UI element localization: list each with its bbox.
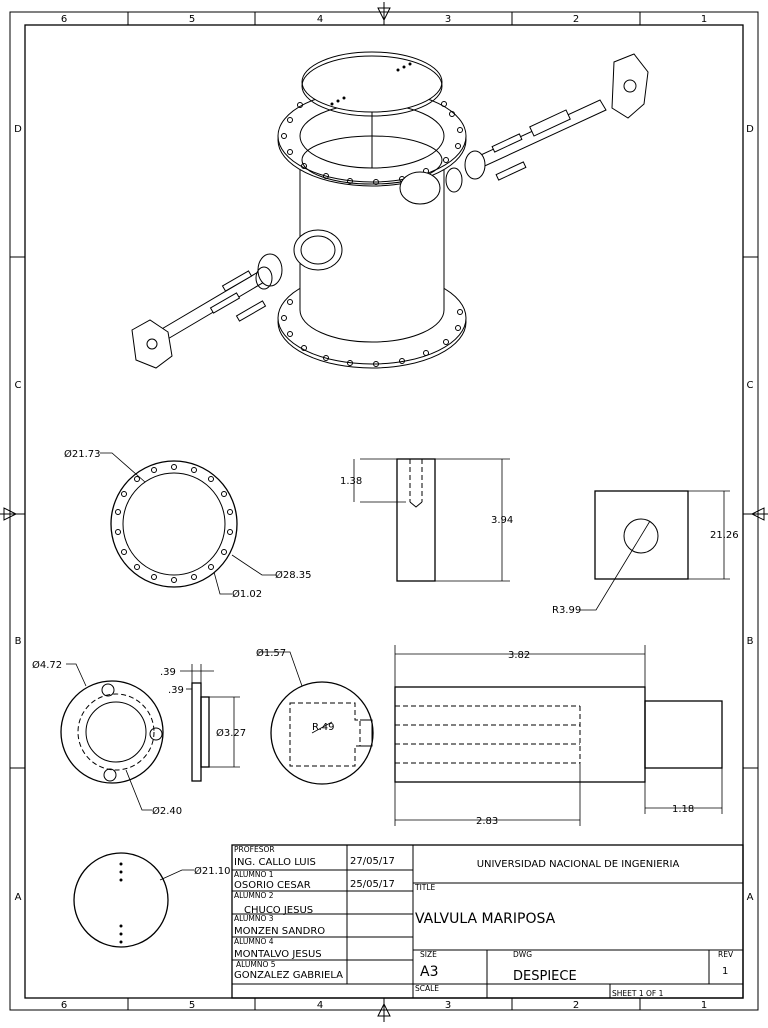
tb-profesor-date: 27/05/17 (350, 856, 395, 867)
row-label-d-right: D (746, 124, 754, 135)
dim-shaft-inner: 2.83 (476, 816, 498, 827)
col-label-4: 4 (317, 14, 323, 25)
col-label-6: 6 (61, 14, 67, 25)
tb-title: VALVULA MARIPOSA (415, 911, 556, 927)
plate-view (580, 490, 730, 611)
tb-alumno1-date: 25/05/17 (350, 879, 395, 890)
tb-alumno1-name: OSORIO CESAR (234, 880, 311, 891)
tb-alumno3-name: MONZEN SANDRO (234, 926, 325, 937)
tb-profesor-label: PROFESOR (234, 845, 275, 854)
small-flange-view (60, 663, 164, 811)
dim-flange-inner: Ø21.73 (64, 448, 101, 460)
tb-profesor-name: ING. CALLO LUIS (234, 857, 316, 868)
tb-dwg-label: DWG (513, 950, 532, 959)
dim-flange-hole: Ø1.02 (232, 588, 262, 600)
tb-alumno5-label: ALUMNO 5 (236, 960, 276, 969)
dim-bushing-radius: R.49 (312, 722, 335, 733)
tb-alumno4-name: MONTALVO JESUS (234, 949, 322, 960)
col-label-5: 5 (189, 14, 195, 25)
tb-university: UNIVERSIDAD NACIONAL DE INGENIERIA (477, 859, 680, 870)
tb-title-label: TITLE (414, 883, 436, 892)
col-label-5-bottom: 5 (189, 1000, 195, 1011)
dim-small-flange-bolt: Ø2.40 (152, 805, 182, 817)
shaft-view (394, 645, 723, 826)
dim-small-flange-thk2: .39 (168, 685, 184, 696)
dim-plate-size: 21.26 (710, 530, 739, 541)
dim-disc-diameter: Ø21.10 (194, 865, 231, 877)
tb-alumno3-label: ALUMNO 3 (234, 914, 274, 923)
row-label-a: A (15, 892, 22, 903)
tb-alumno4-label: ALUMNO 4 (234, 937, 274, 946)
col-label-2: 2 (573, 14, 579, 25)
small-flange-side-view (180, 664, 240, 782)
dim-body-slot: 1.38 (340, 476, 362, 487)
bushing-view (258, 651, 374, 785)
tb-rev-label: REV (718, 950, 734, 959)
row-label-c-right: C (747, 380, 754, 391)
tb-rev: 1 (722, 966, 728, 977)
tb-alumno5-name: GONZALEZ GABRIELA (234, 970, 343, 981)
dim-bushing-outer: Ø1.57 (256, 647, 286, 659)
flange-view (100, 452, 276, 595)
dim-plate-hole: R3.99 (552, 605, 581, 616)
col-label-1-bottom: 1 (701, 1000, 707, 1011)
tb-alumno1-label: ALUMNO 1 (234, 870, 274, 879)
row-label-b-right: B (747, 636, 754, 647)
body-section-view (353, 458, 510, 582)
col-label-6-bottom: 6 (61, 1000, 67, 1011)
dim-shaft-length: 3.82 (508, 650, 530, 661)
col-label-2-bottom: 2 (573, 1000, 579, 1011)
tb-scale-label: SCALE (415, 984, 439, 993)
dim-small-flange-hub: Ø3.27 (216, 727, 246, 739)
tb-size-label: SIZE (420, 950, 437, 959)
dim-flange-outer: Ø28.35 (275, 569, 312, 581)
col-label-3-bottom: 3 (445, 1000, 451, 1011)
tb-alumno2-name: CHUCO JESUS (244, 905, 313, 916)
tb-size: A3 (420, 964, 438, 980)
dim-shaft-tip: 1.18 (672, 804, 694, 815)
tb-dwg: DESPIECE (513, 969, 577, 984)
title-block (231, 844, 744, 999)
isometric-exploded-view (131, 51, 649, 369)
tb-alumno2-label: ALUMNO 2 (234, 891, 274, 900)
row-label-d: D (14, 124, 22, 135)
disc-view (73, 852, 194, 948)
row-label-c: C (15, 380, 22, 391)
col-label-3: 3 (445, 14, 451, 25)
dim-small-flange-outer: Ø4.72 (32, 659, 62, 671)
dim-small-flange-thk1: .39 (160, 667, 176, 678)
col-label-4-bottom: 4 (317, 1000, 323, 1011)
row-label-b: B (15, 636, 22, 647)
col-label-1: 1 (701, 14, 707, 25)
dim-body-height: 3.94 (491, 515, 513, 526)
row-label-a-right: A (747, 892, 754, 903)
tb-sheet: SHEET 1 OF 1 (612, 989, 664, 998)
